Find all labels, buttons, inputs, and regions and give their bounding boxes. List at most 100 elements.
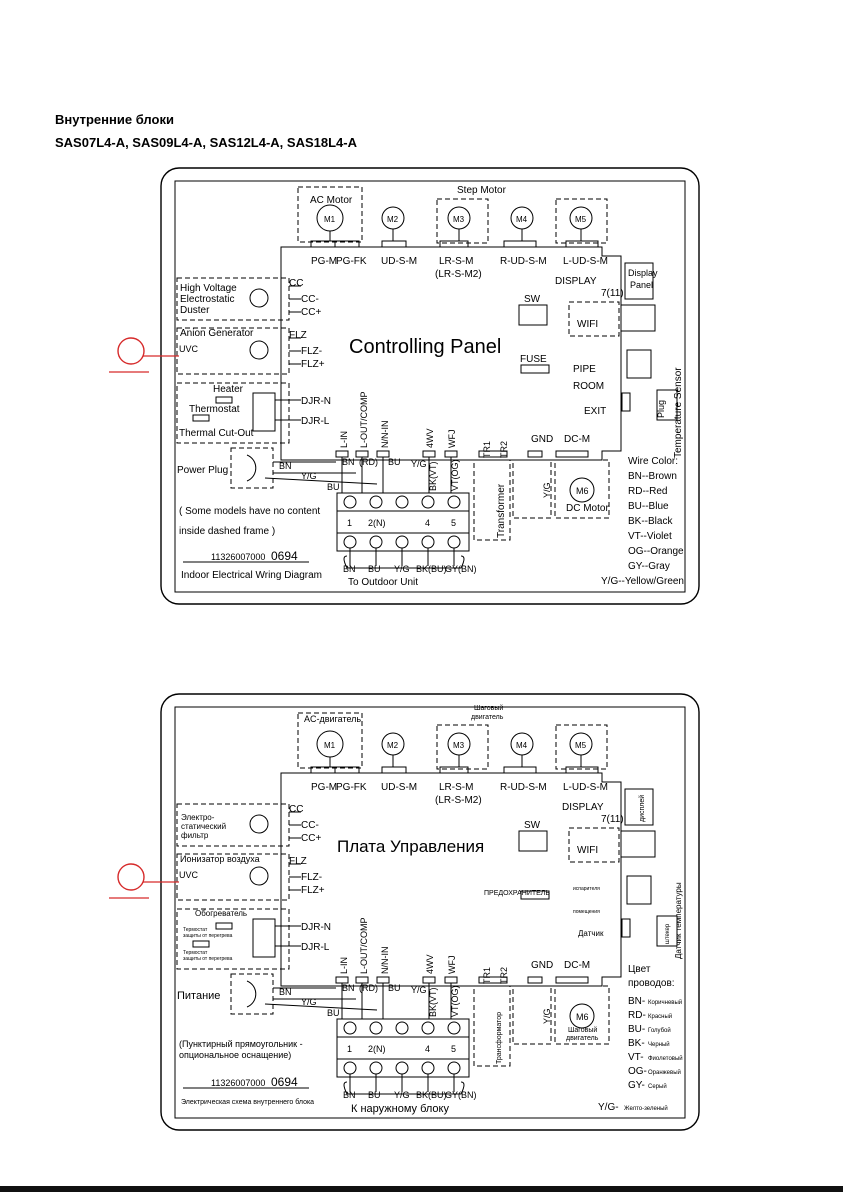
plug-label: Plug xyxy=(656,400,666,418)
ru-terminal-dc-m: DC-M xyxy=(564,960,590,971)
wire-color-rd: RD--Red xyxy=(628,486,667,497)
terminal-num-4: 4 xyxy=(425,518,430,528)
ru-connector-r-ud-s-m: R-UD-S-M xyxy=(500,782,547,793)
ru-power-label: Питание xyxy=(177,990,220,1002)
wire-color-gy: GY--Gray xyxy=(628,561,670,572)
ru-thermostat-line2: защиты от перегрева xyxy=(183,933,233,939)
power-plug-label: Power Plug xyxy=(177,465,228,476)
terminal-l-out-comp: L-OUT/COMP xyxy=(359,391,369,448)
ru-motor-m4: M4 xyxy=(516,741,528,750)
bottom-wire-bn: BN xyxy=(343,564,356,574)
ru-bottom-wire-bk-bu: BK(BU) xyxy=(416,1090,447,1100)
ru-gnd-yg-label: Y/G xyxy=(542,1008,552,1024)
display-panel-line1: Display xyxy=(628,268,658,278)
wire-bu: BU xyxy=(388,457,401,467)
wire-vt-og: VT(OG) xyxy=(450,460,460,492)
ru-terminal-wfj: WFJ xyxy=(447,956,457,975)
ru-electrostatic-line1: Электро- xyxy=(181,813,215,822)
ru-motor-m3: M3 xyxy=(453,741,465,750)
ru-sw-label: SW xyxy=(524,820,541,831)
ru-terminal-num-1: 1 xyxy=(347,1044,352,1054)
ru-wc-name-gy: Серый xyxy=(648,1083,667,1090)
terminal-wfj: WFJ xyxy=(447,430,457,449)
wire-color-bk: BK--Black xyxy=(628,516,673,527)
wire-bn-top: BN xyxy=(342,457,355,467)
diagram-russian: AC-двигатель Шаговый двигатель M1 M2 M3 … xyxy=(108,693,700,1131)
djr-n-label: DJR-N xyxy=(301,396,331,407)
terminal-tr1: TR1 xyxy=(482,441,492,458)
ru-step-motor-line1: Шаговый xyxy=(474,704,503,712)
ru-plug-label: штекер xyxy=(665,923,671,944)
ru-terminal-n-in: N/N-IN xyxy=(380,947,390,975)
section-heading: Внутренние блоки xyxy=(55,112,174,127)
ru-wire-yg: Y/G xyxy=(411,985,427,995)
wifi-label: WIFI xyxy=(577,319,598,330)
ru-dc-motor-line1: Шаговый xyxy=(568,1026,597,1034)
ru-wire-color-title1: Цвет xyxy=(628,964,651,975)
ru-bottom-wire-gy-bn: GY(BN) xyxy=(445,1090,477,1100)
flz-minus-label: FLZ- xyxy=(301,346,322,357)
ru-wc-name-bu: Голубой xyxy=(648,1027,671,1034)
ru-wire-bn: BN xyxy=(279,987,292,997)
motor-m5: M5 xyxy=(575,215,587,224)
terminal-num-1: 1 xyxy=(347,518,352,528)
step-motor-label: Step Motor xyxy=(457,185,507,196)
ru-connector-l-ud-s-m: L-UD-S-M xyxy=(563,782,608,793)
ru-room-label: помещения xyxy=(573,909,600,915)
display-pin: 7(11) xyxy=(601,288,624,299)
thermostat-label: Thermostat xyxy=(189,404,240,415)
heater-label: Heater xyxy=(213,384,244,395)
motor-m6: M6 xyxy=(576,486,589,496)
ru-transformer-label: Трансформатор xyxy=(496,1012,503,1064)
terminal-gnd: GND xyxy=(531,434,553,445)
ru-doc-number-b: 0694 xyxy=(271,1075,298,1089)
ru-wc-code-yg: Y/G- xyxy=(598,1102,619,1113)
hv-duster-line2: Electrostatic xyxy=(180,294,234,305)
ru-wire-color-legend: BN- Коричневый RD- Красный BU- Голубой B… xyxy=(598,996,683,1113)
display-label: DISPLAY xyxy=(555,276,597,287)
ru-wc-code-vt: VT- xyxy=(628,1052,644,1063)
ru-wire-color-title2: проводов: xyxy=(628,978,675,989)
wire-rd: (RD) xyxy=(359,457,378,467)
dc-motor-label: DC Motor xyxy=(566,503,609,514)
hv-duster-line1: High Voltage xyxy=(180,283,237,294)
connector-lr-s-m: LR-S-M xyxy=(439,256,473,267)
ru-fuse-label: ПРЕДОХРАНИТЕЛЬ xyxy=(484,890,550,897)
display-panel-line2: Panel xyxy=(630,280,653,290)
terminal-l-in: L-IN xyxy=(339,431,349,448)
ru-step-motor-line2: двигатель xyxy=(471,714,504,721)
ru-to-outdoor-label: К наружному блоку xyxy=(351,1103,449,1115)
ru-cc-plus-label: CC+ xyxy=(301,833,321,844)
ru-cc-label: CC xyxy=(289,804,303,815)
motor-m4: M4 xyxy=(516,215,528,224)
wire-color-bu: BU--Blue xyxy=(628,501,669,512)
terminal-tr2: TR2 xyxy=(499,441,509,458)
wire-color-title: Wire Color: xyxy=(628,456,678,467)
cc-plus-label: CC+ xyxy=(301,307,321,318)
ru-doc-number-a: 11326007000 xyxy=(211,1078,265,1088)
wire-color-vt: VT--Violet xyxy=(628,531,672,542)
ru-wire-rd: (RD) xyxy=(359,983,378,993)
panel-title: Controlling Panel xyxy=(349,336,501,358)
connector-pg-m: PG-M xyxy=(311,256,337,267)
to-outdoor-label: To Outdoor Unit xyxy=(348,577,418,588)
ru-electrostatic-line3: фильтр xyxy=(181,831,209,840)
gnd-yg-label: Y/G xyxy=(542,482,552,498)
transformer-label: Transformer xyxy=(496,483,507,538)
ru-note-line2: опциональное оснащение) xyxy=(179,1050,291,1060)
motor-m3: M3 xyxy=(453,215,465,224)
ru-wire-bn-top: BN xyxy=(342,983,355,993)
ru-wc-name-rd: Красный xyxy=(648,1013,672,1020)
model-list: SAS07L4-A, SAS09L4-A, SAS12L4-A, SAS18L4… xyxy=(55,135,357,150)
terminal-n-in: N/N-IN xyxy=(380,421,390,449)
terminal-4wv: 4WV xyxy=(425,428,435,448)
terminal-num-2n: 2(N) xyxy=(368,518,386,528)
note-line1: ( Some models have no content xyxy=(179,506,320,517)
motor-m2: M2 xyxy=(387,215,399,224)
bottom-wire-gy-bn: GY(BN) xyxy=(445,564,477,574)
djr-l-label: DJR-L xyxy=(301,416,330,427)
fuse-label: FUSE xyxy=(520,354,547,365)
ru-bottom-wire-yg: Y/G xyxy=(394,1090,410,1100)
ru-terminal-tr1: TR1 xyxy=(482,967,492,984)
ru-wc-code-bu: BU- xyxy=(628,1024,645,1035)
